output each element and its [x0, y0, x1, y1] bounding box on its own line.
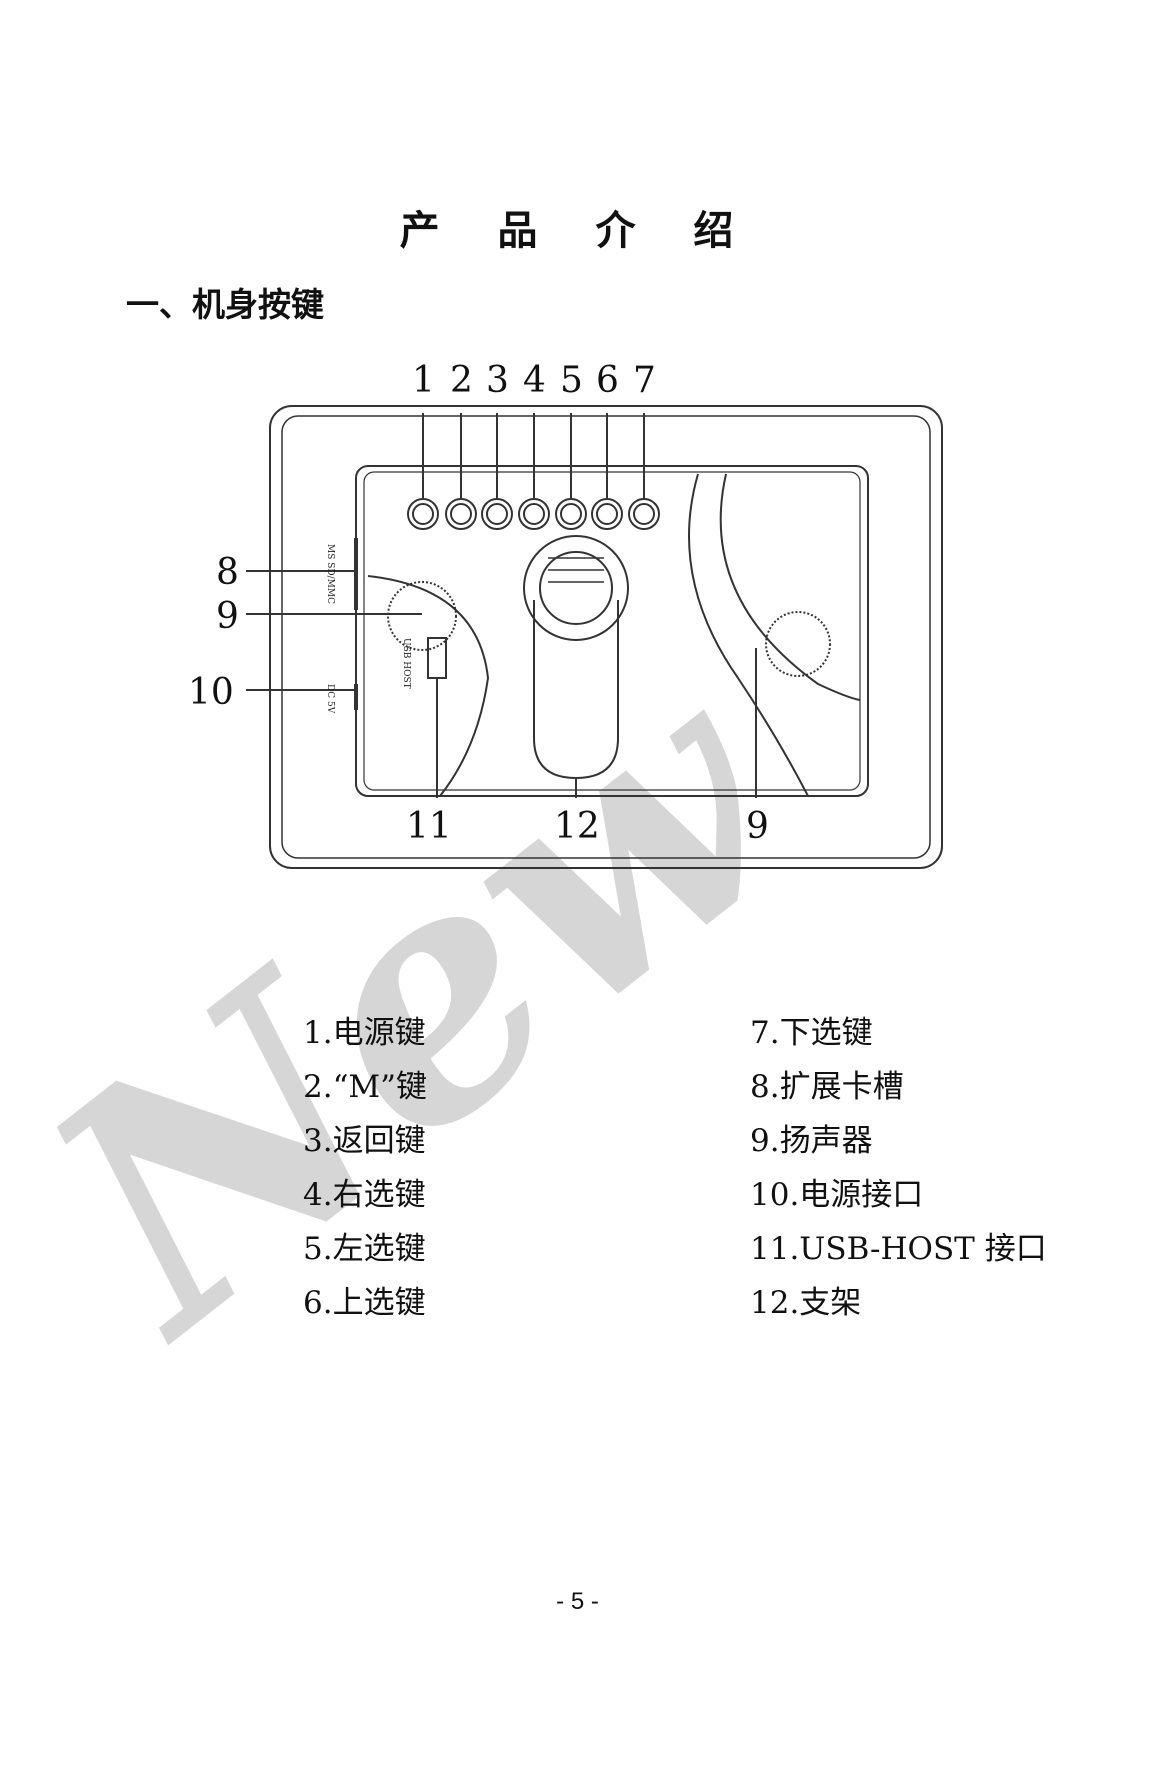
back-panel [355, 465, 869, 797]
callout-6: 6 [596, 360, 619, 401]
legend-item: 5.左选键 [303, 1231, 426, 1267]
card-slot-label: MS SD/MMC [325, 544, 335, 604]
stand-hinge [523, 535, 629, 641]
callout-5: 5 [560, 360, 583, 401]
callout-9-left: 9 [216, 596, 239, 637]
legend-item: 12.支架 [750, 1285, 862, 1321]
legend-right: 7.下选键 8.扩展卡槽 9.扬声器 10.电源接口 11.USB-HOST 接… [750, 1006, 1047, 1330]
legend-item: 11.USB-HOST 接口 [750, 1231, 1047, 1267]
page-title: 产 品 介 绍 [399, 208, 756, 254]
callout-9-bottom: 9 [746, 806, 769, 847]
button-row [407, 498, 660, 530]
left-speaker [387, 581, 457, 651]
callout-11: 11 [406, 806, 452, 847]
device-diagram: 1 2 3 4 5 6 7 8 9 10 11 12 9 MS SD/MMC U… [188, 360, 943, 869]
right-speaker [765, 611, 831, 677]
callout-8: 8 [216, 552, 239, 593]
usb-port [427, 637, 447, 679]
callout-10: 10 [188, 672, 234, 713]
page-number: - 5 - [556, 1588, 599, 1615]
callout-1: 1 [412, 360, 435, 401]
callout-3: 3 [486, 360, 509, 401]
usb-host-label: USB HOST [401, 638, 411, 689]
legend-item: 9.扬声器 [750, 1123, 873, 1159]
callout-4: 4 [523, 360, 546, 401]
legend-item: 10.电源接口 [750, 1177, 924, 1213]
callout-7: 7 [633, 360, 656, 401]
dc-label: DC 5V [325, 684, 335, 714]
legend-item: 7.下选键 [750, 1015, 873, 1051]
outer-frame [269, 405, 943, 869]
callout-2: 2 [450, 360, 473, 401]
legend-item: 6.上选键 [303, 1285, 426, 1321]
legend-item: 1.电源键 [303, 1015, 426, 1051]
legend-item: 8.扩展卡槽 [750, 1069, 904, 1105]
section-heading: 一、机身按键 [126, 285, 324, 324]
legend-left: 1.电源键 2.“M”键 3.返回键 4.右选键 5.左选键 6.上选键 [303, 1006, 427, 1330]
legend-item: 4.右选键 [303, 1177, 426, 1213]
legend-item: 2.“M”键 [303, 1069, 428, 1105]
callout-12: 12 [554, 806, 600, 847]
legend-item: 3.返回键 [303, 1123, 426, 1159]
stand [533, 600, 619, 780]
